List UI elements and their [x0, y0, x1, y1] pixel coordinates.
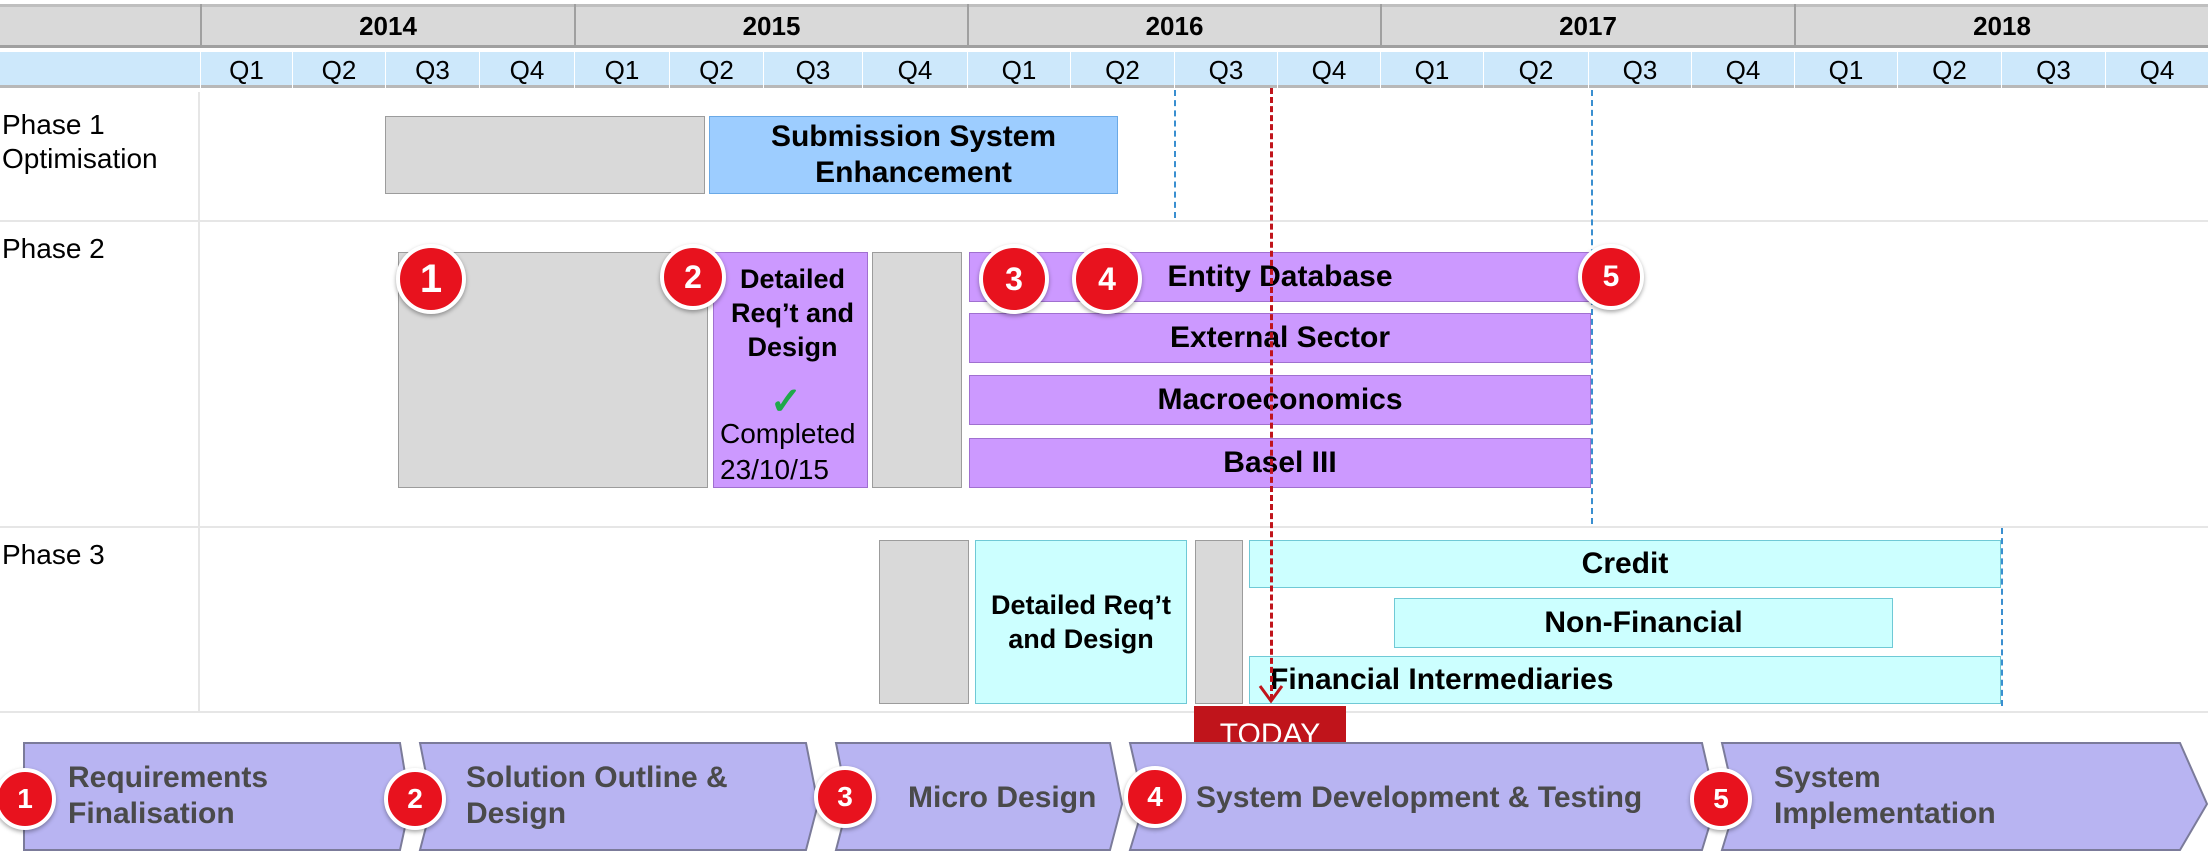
phase-3-micro-design-bar — [1195, 540, 1243, 704]
phase-1-gray-bar — [385, 116, 705, 194]
completed-date: 23/10/15 — [720, 454, 829, 485]
phase-3-requirements-bar — [879, 540, 969, 704]
step-5-label: System Implementation — [1774, 761, 1996, 830]
step-2-label: Solution Outline & Design — [466, 761, 728, 830]
marker-3-icon: 3 — [979, 244, 1049, 314]
step-1-number-icon: 1 — [0, 768, 56, 830]
step-5-number-icon: 5 — [1690, 768, 1752, 830]
quarter-label: Q1 — [574, 52, 669, 88]
row-divider — [0, 526, 2208, 528]
phase-3-label: Phase 3 — [2, 539, 105, 570]
year-2016: 2016 — [967, 4, 1380, 48]
marker-4-icon: 4 — [1072, 244, 1142, 314]
quarter-label: Q4 — [2105, 52, 2208, 88]
check-icon: ✓ — [770, 381, 802, 423]
external-sector-bar: External Sector — [969, 313, 1591, 363]
step-4-number-icon: 4 — [1124, 766, 1186, 828]
quarter-header-row — [0, 52, 2208, 88]
year-2018: 2018 — [1794, 4, 2208, 48]
entity-database-bar: Entity Database — [969, 252, 1591, 302]
quarter-label: Q2 — [1483, 52, 1588, 88]
quarter-label: Q2 — [1070, 52, 1174, 88]
quarter-label: Q1 — [1794, 52, 1897, 88]
step-1-label: Requirements Finalisation — [68, 761, 269, 830]
quarter-label: Q1 — [967, 52, 1070, 88]
row-divider — [0, 220, 2208, 222]
marker-5-icon: 5 — [1578, 244, 1644, 310]
quarter-label: Q2 — [292, 52, 385, 88]
quarter-label: Q3 — [1174, 52, 1277, 88]
quarter-label: Q4 — [479, 52, 574, 88]
quarter-label: Q1 — [200, 52, 292, 88]
non-financial-bar: Non-Financial — [1394, 598, 1893, 648]
phase-2-label: Phase 2 — [2, 233, 105, 264]
phase-2-micro-design-bar — [872, 252, 962, 488]
quarter-label: Q3 — [1588, 52, 1691, 88]
today-line — [1270, 88, 1273, 700]
today-arrow-icon — [1258, 685, 1284, 704]
quarter-label: Q1 — [1380, 52, 1483, 88]
year-2015: 2015 — [574, 4, 967, 48]
label-column-divider — [198, 92, 200, 712]
financial-intermediaries-bar — [1249, 656, 2001, 704]
macroeconomics-bar: Macroeconomics — [969, 375, 1591, 425]
financial-intermediaries-label: Financial Intermediaries — [1270, 663, 1614, 696]
year-2014: 2014 — [200, 4, 574, 48]
quarter-label: Q3 — [763, 52, 862, 88]
marker-1-icon: 1 — [396, 244, 466, 314]
milestone-line — [1591, 90, 1593, 524]
basel-iii-bar: Basel III — [969, 438, 1591, 488]
phase-1-label: Phase 1 Optimisation — [2, 109, 158, 174]
submission-system-bar: Submission System Enhancement — [709, 116, 1118, 194]
phase-2-detailed-design-bar — [713, 252, 868, 488]
detailed-design-label: Detailed Req’t and Design — [730, 264, 854, 362]
quarter-label: Q2 — [669, 52, 763, 88]
quarter-label: Q2 — [1897, 52, 2001, 88]
step-3-number-icon: 3 — [814, 766, 876, 828]
row-divider — [0, 711, 2208, 713]
step-4-label: System Development & Testing — [1196, 781, 1643, 814]
milestone-line — [2001, 528, 2003, 706]
step-2-number-icon: 2 — [384, 768, 446, 830]
milestone-line — [1174, 90, 1176, 218]
completed-label: Completed — [720, 418, 856, 449]
marker-2-icon: 2 — [660, 244, 726, 310]
step-3-label: Micro Design — [908, 781, 1097, 814]
quarter-label: Q4 — [1277, 52, 1380, 88]
year-header-row — [0, 4, 2208, 48]
quarter-label: Q3 — [385, 52, 479, 88]
year-2017: 2017 — [1380, 4, 1794, 48]
quarter-label: Q3 — [2001, 52, 2105, 88]
phase-3-detailed-design-bar: Detailed Req’t and Design — [975, 540, 1187, 704]
credit-bar: Credit — [1249, 540, 2001, 588]
quarter-label: Q4 — [862, 52, 967, 88]
quarter-label: Q4 — [1691, 52, 1794, 88]
